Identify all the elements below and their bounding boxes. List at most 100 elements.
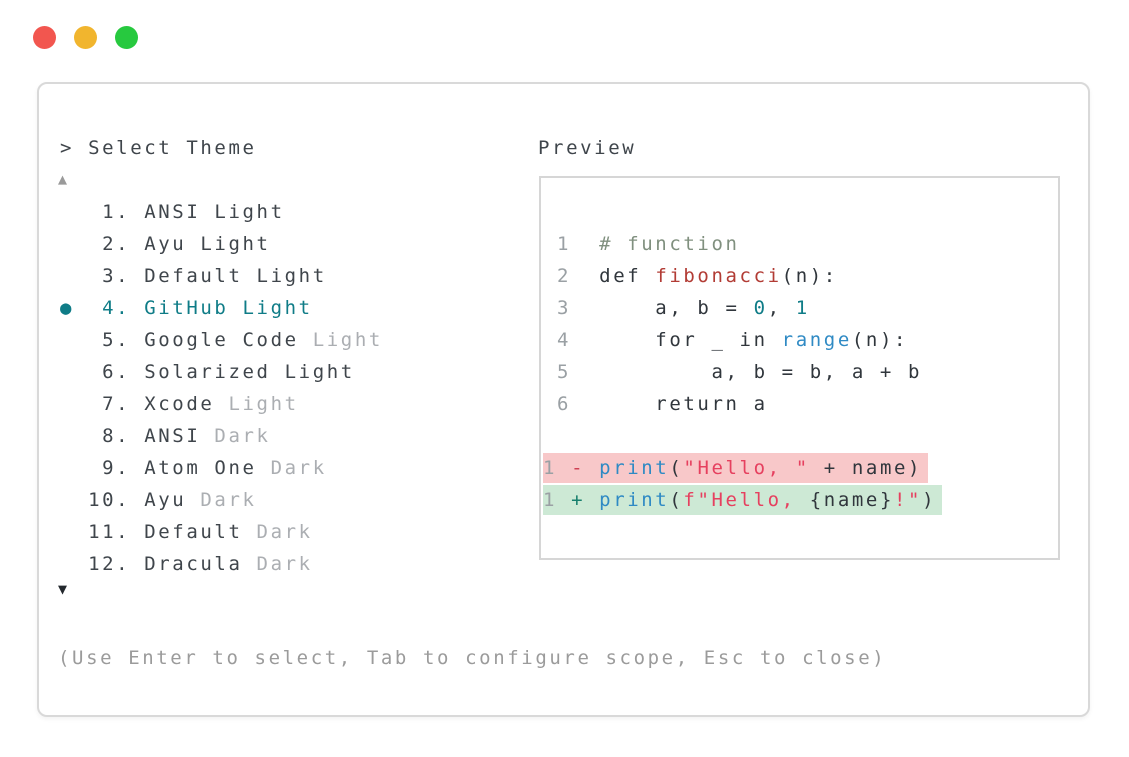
item-name: Solarized Light [144,361,355,383]
item-suffix: Dark [242,521,313,543]
token-ln: 1 [543,457,572,479]
item-name: Ayu Light [144,233,271,255]
theme-list-item-default-light[interactable]: 3. Default Light [60,260,383,292]
item-name: Xcode [144,393,215,415]
item-number: 2. [60,233,145,255]
item-name: Default Light [144,265,327,287]
code-line [543,420,1058,452]
code-line: 6 return a [543,388,1058,420]
token-fg: a, b = [599,297,754,319]
scroll-down-icon[interactable]: ▼ [58,580,68,598]
token-fg: a, b = b, a + b [599,361,923,383]
item-number: 10. [60,489,145,511]
code-preview: 1 # function 2 def fibonacci(n): 3 a, b … [541,178,1058,516]
diff-highlight-removed: 1 - print("Hello, " + name) [543,453,929,483]
token-ln: 1 [543,233,600,255]
token-str: "Hello, " [683,457,810,479]
token-fg: + name) [809,457,923,479]
item-name: ANSI Light [144,201,285,223]
theme-list-item-atom-one[interactable]: 9. Atom One Dark [60,452,383,484]
theme-list-item-solarized-light[interactable]: 6. Solarized Light [60,356,383,388]
item-suffix: Dark [186,489,257,511]
item-name: ANSI [144,425,201,447]
token-fg: ( [669,489,684,511]
item-suffix: Dark [200,425,271,447]
token-numlit: 0 [753,297,768,319]
token-blue: range [781,329,852,351]
token-fg: for _ in [599,329,782,351]
token-str: f"Hello, [683,489,810,511]
item-number: 5. [60,329,145,351]
theme-list-item-xcode[interactable]: 7. Xcode Light [60,388,383,420]
token-fg: ) [922,489,937,511]
token-fg: def [599,265,656,287]
theme-list-item-ayu-light[interactable]: 2. Ayu Light [60,228,383,260]
token-ln: 2 [543,265,600,287]
item-number: 11. [60,521,145,543]
token-str: !" [894,489,923,511]
theme-list-item-dracula[interactable]: 12. Dracula Dark [60,548,383,580]
preview-label: Preview [538,137,637,159]
item-number: 6. [60,361,145,383]
item-name: GitHub Light [144,297,313,319]
token-ln: 1 [543,489,572,511]
item-number: 8. [60,425,145,447]
theme-list-item-ansi[interactable]: 8. ANSI Dark [60,420,383,452]
token-ln: 6 [543,393,600,415]
item-suffix: Light [214,393,299,415]
code-line-diff-added: 1 + print(f"Hello, {name}!") [543,484,1058,516]
window-minimize-button[interactable] [74,26,97,49]
token-blue: print [599,489,670,511]
token-ln: 5 [543,361,600,383]
code-line: 4 for _ in range(n): [543,324,1058,356]
window-titlebar [33,26,138,49]
token-fg: , [767,297,796,319]
code-line-diff-removed: 1 - print("Hello, " + name) [543,452,1058,484]
token-fg: (n): [781,265,838,287]
token-fg: ( [669,457,684,479]
selected-bullet-and-number: ● 4. [60,297,145,319]
item-name: Ayu [144,489,187,511]
theme-selector-dialog: > Select Theme Preview ▲ 1. ANSI Light 2… [37,82,1090,717]
window-zoom-button[interactable] [115,26,138,49]
scroll-up-icon[interactable]: ▲ [58,170,68,188]
item-suffix: Dark [256,457,327,479]
item-number: 9. [60,457,145,479]
theme-list-item-ansi-light[interactable]: 1. ANSI Light [60,196,383,228]
token-minus: - [571,457,600,479]
preview-pane: 1 # function 2 def fibonacci(n): 3 a, b … [539,176,1060,560]
item-name: Google Code [144,329,299,351]
item-number: 12. [60,553,145,575]
item-name: Dracula [144,553,243,575]
token-fg: (n): [851,329,909,351]
token-cm: # function [599,233,740,255]
item-suffix: Dark [242,553,313,575]
item-number: 3. [60,265,145,287]
token-numlit: 1 [795,297,810,319]
token-fg: {name} [809,489,894,511]
token-fn: fibonacci [655,265,782,287]
code-line: 2 def fibonacci(n): [543,260,1058,292]
code-line: 5 a, b = b, a + b [543,356,1058,388]
item-name: Atom One [144,457,257,479]
token-ln: 4 [543,329,600,351]
token-ln: 3 [543,297,600,319]
code-line: 3 a, b = 0, 1 [543,292,1058,324]
window-close-button[interactable] [33,26,56,49]
item-number: 1. [60,201,145,223]
diff-highlight-added: 1 + print(f"Hello, {name}!") [543,485,943,515]
token-plus: + [571,489,600,511]
theme-list-item-github-light[interactable]: ● 4. GitHub Light [60,292,383,324]
item-name: Default [144,521,243,543]
theme-list-item-google-code[interactable]: 5. Google Code Light [60,324,383,356]
code-line: 1 # function [543,228,1058,260]
theme-list: 1. ANSI Light 2. Ayu Light 3. Default Li… [60,196,383,580]
item-number: 7. [60,393,145,415]
item-suffix: Light [298,329,383,351]
keyboard-hint: (Use Enter to select, Tab to configure s… [58,647,887,669]
token-blue: print [599,457,670,479]
token-fg: return a [599,393,768,415]
dialog-title: > Select Theme [60,137,257,159]
theme-list-item-default[interactable]: 11. Default Dark [60,516,383,548]
theme-list-item-ayu[interactable]: 10. Ayu Dark [60,484,383,516]
